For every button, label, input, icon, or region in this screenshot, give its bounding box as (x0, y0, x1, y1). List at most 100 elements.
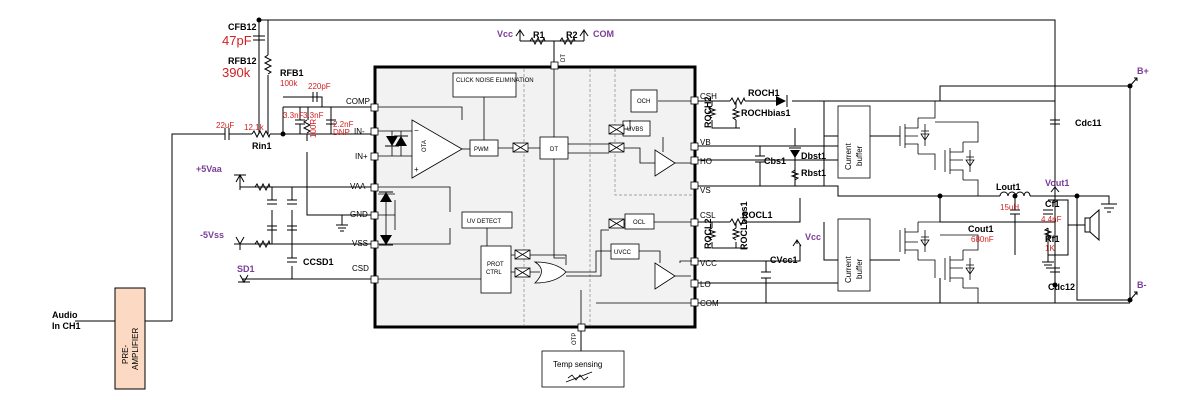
pin-otp-box (577, 323, 586, 332)
junction-dots (256, 17, 1133, 303)
power-arrows-left (234, 173, 250, 284)
b-minus-label: B- (1137, 280, 1147, 290)
b-plus-arrow (1129, 77, 1138, 87)
pin-csd: CSD (352, 264, 369, 273)
r1-name: R1 (533, 30, 545, 40)
or-gate (533, 261, 567, 284)
och-block (630, 89, 658, 113)
level-shifters (512, 124, 625, 278)
cfb12-value: 47pF (222, 33, 252, 48)
ccsd1-name: CCSD1 (303, 257, 334, 267)
pre-amplifier-label: PRE- (121, 345, 130, 364)
audio-in-label: Audio (52, 310, 78, 320)
b-plus-label: B+ (1137, 66, 1149, 76)
click-noise-block (452, 72, 517, 98)
rocl1-name: ROCL1 (742, 210, 773, 220)
prot-ctrl-label: PROT (487, 262, 504, 268)
prot-ctrl-block (480, 245, 512, 294)
rin1-name: Rin1 (252, 141, 272, 151)
cfb12-name: CFB12 (228, 22, 257, 32)
vout1-label: Vout1 (1045, 178, 1069, 188)
b-minus-arrow (1129, 291, 1138, 301)
ota-amplifier (411, 119, 463, 179)
vcc-right-label: Vcc (805, 232, 821, 242)
current-buffer-top (837, 105, 871, 179)
dt-divider (515, 29, 589, 62)
dbst1-name: Dbst1 (801, 151, 826, 161)
rfb1-value: 100k (280, 79, 298, 88)
pin-otp: OTP (572, 333, 578, 345)
gnd-symbol-right (1101, 203, 1117, 213)
cbs1-name: Cbs1 (764, 156, 786, 166)
sd1-label: SD1 (237, 264, 255, 274)
prot-ctrl-label-2: CTRL (486, 270, 502, 276)
m5vss-label: -5Vss (200, 230, 224, 240)
rf1-name: Rf1 (1045, 234, 1060, 244)
cf1-name: Cf1 (1045, 199, 1060, 209)
rin1-value: 12.1k (244, 123, 265, 132)
ota-plus: + (414, 165, 419, 174)
pin-ho: HO (700, 157, 712, 166)
dt-label: DT (550, 147, 558, 153)
pin-csh: CSH (700, 92, 717, 101)
ocl-block (624, 213, 655, 230)
mosfets-top (899, 101, 979, 196)
lo-driver (654, 262, 676, 290)
pin-in-plus: IN+ (355, 152, 368, 161)
och-label: OCH (637, 99, 650, 105)
dnp-value: DNP (333, 128, 350, 137)
c22-value: 2.2nF (333, 120, 354, 129)
pin-in-minus: IN- (354, 127, 365, 136)
cf1-value: 4.4nF (1041, 215, 1062, 224)
c220-value: 220pF (308, 82, 331, 91)
current-buffer-top-label: Current (844, 143, 853, 170)
current-buffer-bottom-label-2: buffer (855, 258, 864, 279)
uv-detect-label: UV DETECT (467, 219, 501, 225)
pin-comp: COMP (346, 97, 370, 106)
gnd-symbol-rf1 (1042, 255, 1054, 269)
cdc12-name: Cdc12 (1048, 282, 1075, 292)
rf1-value: 1K (1045, 244, 1055, 253)
rfb1-name: RFB1 (280, 68, 304, 78)
mosfets-bottom (899, 221, 979, 303)
click-noise-label: CLICK NOISE ELIMINATION (456, 78, 534, 84)
roclbias1-name: ROCLbias1 (739, 201, 749, 250)
pre-amplifier-block (114, 287, 146, 390)
c-in-value: 22uF (216, 121, 234, 130)
uvbs-label: UVBS (627, 127, 643, 133)
vcc-top-label: Vcc (497, 29, 513, 39)
pin-vcc: VCC (700, 259, 717, 268)
ota-label: OTA (422, 140, 428, 152)
cvcc1-name: CVcc1 (770, 255, 798, 265)
left-capacitors (224, 35, 336, 263)
pin-vs: VS (700, 186, 711, 195)
ocl-label: OCL (633, 220, 646, 226)
roch2-name: ROCH2 (703, 96, 713, 128)
roch1-name: ROCH1 (748, 88, 780, 98)
p5vaa-label: +5Vaa (196, 164, 223, 174)
input-clamp-diodes (379, 131, 408, 246)
ota-minus: − (414, 126, 419, 135)
pre-amplifier-label-2: AMPLIFIER (131, 328, 140, 370)
pin-vb: VB (700, 138, 711, 147)
right-diodes (776, 95, 801, 158)
current-buffer-top-label-2: buffer (855, 145, 864, 166)
internal-wiring (378, 69, 692, 324)
current-buffer-bottom (837, 218, 871, 292)
speaker-icon (1084, 208, 1100, 242)
pin-dt-box (550, 61, 559, 70)
lout1-value: 15uH (1000, 203, 1019, 212)
r100-value: 100R (309, 119, 318, 138)
gnd-symbol-left (336, 224, 348, 232)
c33b-value: 3.3nF (303, 111, 324, 120)
uvcc-label: UVCC (614, 250, 632, 256)
rochbias1-name: ROCHbias1 (741, 108, 791, 118)
rfb12-value: 390k (222, 65, 251, 80)
right-capacitors (755, 119, 1060, 279)
vout1-arrow (1050, 186, 1060, 195)
com-top-label: COM (593, 29, 614, 39)
cdc11-name: Cdc11 (1075, 118, 1102, 128)
high-side-region (614, 69, 692, 196)
rfb12-name: RFB12 (228, 56, 257, 66)
temp-sensing-label: Temp sensing (553, 360, 602, 369)
